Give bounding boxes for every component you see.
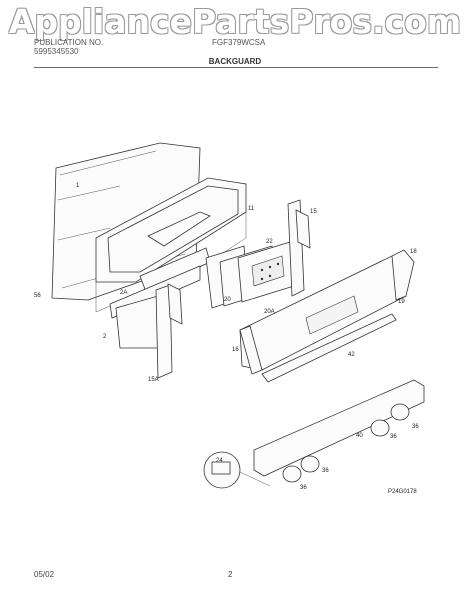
model-number: FGF379WCSA (212, 38, 266, 47)
footer-date: 05/02 (34, 570, 55, 579)
callout-36-b: 36 (390, 434, 397, 440)
callout-22: 22 (266, 239, 273, 245)
part-18-end-cap (391, 249, 415, 301)
part-24-switch-detail (203, 451, 271, 489)
callout-19: 19 (398, 299, 405, 305)
callout-2a: 2A (120, 290, 127, 296)
section-title: BACKGUARD (208, 57, 262, 66)
figure-code: P24G0178 (388, 489, 417, 495)
callout-20a: 20A (264, 309, 275, 315)
part-36-knobs (282, 403, 410, 483)
part-11-backguard-frame (95, 177, 247, 313)
callout-16: 16 (232, 347, 239, 353)
part-20-control-board (205, 241, 295, 309)
publication-number: 5995345530 (34, 47, 79, 56)
callout-18: 18 (410, 249, 417, 255)
callout-36-a: 36 (412, 424, 419, 430)
header-rule (34, 67, 438, 68)
part-40-control-panel (253, 379, 425, 477)
callout-2: 2 (103, 334, 107, 340)
callout-36-c: 36 (322, 468, 329, 474)
part-15a-left-bracket (155, 283, 183, 379)
watermark: AppliancePartsPros.com (8, 2, 462, 41)
callout-15a: 15A (148, 377, 159, 383)
callout-42: 42 (348, 352, 355, 358)
callout-24: 24 (216, 458, 223, 464)
callout-36-d: 36 (300, 485, 307, 491)
part-15-right-bracket (287, 199, 311, 297)
callout-15: 15 (310, 209, 317, 215)
footer-page: 2 (228, 570, 233, 579)
callout-11: 11 (248, 206, 255, 212)
publication-label: PUBLICATION NO. (34, 38, 104, 47)
callout-1: 1 (76, 183, 80, 189)
callout-20: 20 (224, 297, 231, 303)
callout-40: 40 (356, 433, 363, 439)
part-16-left-end-cap (239, 325, 263, 375)
callout-56: 56 (34, 293, 41, 299)
part-42-trim-strip (261, 313, 397, 383)
